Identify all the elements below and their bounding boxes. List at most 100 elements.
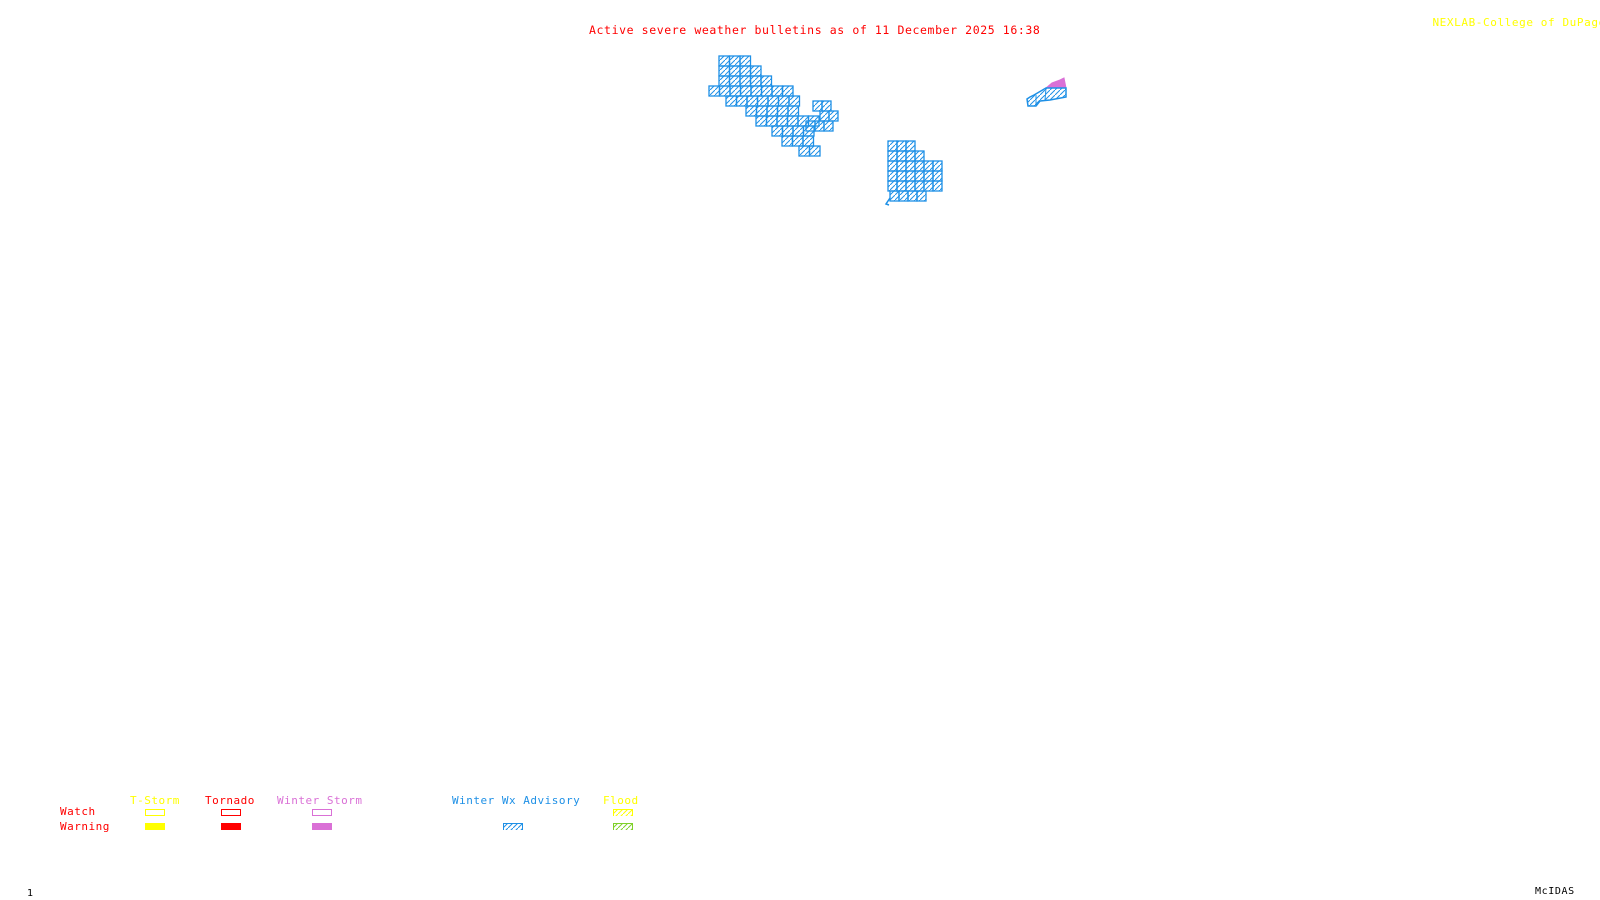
county-cell xyxy=(923,160,934,172)
county-cell xyxy=(932,170,943,182)
county-cell xyxy=(756,95,769,107)
county-cell xyxy=(755,115,768,127)
legend-flood-warning-swatch xyxy=(613,823,633,830)
county-cell xyxy=(828,110,839,122)
winter-wx-advisory-area-west xyxy=(708,55,839,157)
legend-tstorm-watch-swatch xyxy=(145,809,165,816)
county-cell xyxy=(819,110,830,122)
county-cell xyxy=(905,180,916,192)
county-cell xyxy=(907,190,918,202)
county-cell xyxy=(896,180,907,192)
county-cell xyxy=(728,75,741,87)
county-cell xyxy=(887,180,898,192)
county-boundary xyxy=(884,197,891,206)
county-cell xyxy=(887,160,898,172)
county-cell xyxy=(914,160,925,172)
advisory-shape xyxy=(1026,87,1067,107)
county-cell xyxy=(802,135,815,147)
county-cell xyxy=(771,125,784,137)
county-cell xyxy=(905,170,916,182)
county-cell xyxy=(887,140,898,152)
legend-flood-watch-swatch xyxy=(613,809,633,816)
county-cell xyxy=(898,190,909,202)
county-cell xyxy=(787,105,800,117)
county-cell xyxy=(749,75,762,87)
county-cell xyxy=(812,100,823,112)
county-cell xyxy=(739,65,752,77)
legend-winter-storm-warning-swatch xyxy=(312,823,332,830)
county-cell xyxy=(760,85,773,97)
county-cell xyxy=(896,170,907,182)
county-cell xyxy=(823,120,834,132)
legend-tornado-warning-swatch xyxy=(221,823,241,830)
map-title: Active severe weather bulletins as of 11… xyxy=(589,23,1041,37)
county-cell xyxy=(889,190,900,202)
legend-tornado-watch-swatch xyxy=(221,809,241,816)
county-cell xyxy=(923,180,934,192)
county-cell xyxy=(792,125,805,137)
county-cell xyxy=(786,115,799,127)
county-cell xyxy=(791,135,804,147)
credit-text: NEXLAB-College of DuPage xyxy=(1432,16,1600,29)
county-cell xyxy=(932,180,943,192)
legend-flood-label: Flood xyxy=(603,794,639,807)
county-cell xyxy=(781,125,794,137)
county-cell xyxy=(766,105,779,117)
county-cell xyxy=(887,150,898,162)
county-cell xyxy=(781,85,794,97)
county-cell xyxy=(708,85,721,97)
county-cell xyxy=(914,170,925,182)
legend-winter-wx-advisory-swatch xyxy=(503,823,523,830)
legend-warning-label: Warning xyxy=(60,820,110,833)
county-cell xyxy=(916,190,927,202)
county-cell xyxy=(750,85,763,97)
winter-wx-advisory-area-central xyxy=(884,140,943,206)
county-cell xyxy=(755,105,768,117)
county-cell xyxy=(745,105,758,117)
county-cell xyxy=(735,95,748,107)
county-cell xyxy=(725,95,738,107)
legend-tstorm-warning-swatch xyxy=(145,823,165,830)
county-cell xyxy=(814,120,825,132)
county-cell xyxy=(923,170,934,182)
legend-winter-storm-label: Winter Storm xyxy=(277,794,363,807)
county-line xyxy=(1044,87,1047,101)
legend-tornado-label: Tornado xyxy=(205,794,255,807)
software-label: McIDAS xyxy=(1535,886,1575,897)
county-cell xyxy=(805,120,816,132)
frame-number: 1 xyxy=(27,888,34,899)
winter-wx-advisory-area-east xyxy=(1026,77,1067,107)
legend-winter-storm-watch-swatch xyxy=(312,809,332,816)
county-cell xyxy=(896,160,907,172)
county-cell xyxy=(781,135,794,147)
legend-tstorm-label: T-Storm xyxy=(130,794,180,807)
county-cell xyxy=(765,115,778,127)
county-cell xyxy=(798,145,811,157)
county-cell xyxy=(776,115,789,127)
county-cell xyxy=(718,75,731,87)
county-cell xyxy=(729,85,742,97)
county-cell xyxy=(739,85,752,97)
credit-label: NEXLAB-College of DuPage ↖ xyxy=(1418,5,1600,29)
county-cell xyxy=(718,85,731,97)
county-cell xyxy=(718,65,731,77)
winter-storm-warning-shape xyxy=(1044,77,1067,89)
legend-winter-wx-advisory-label: Winter Wx Advisory xyxy=(452,794,581,807)
legend-watch-label: Watch xyxy=(60,805,96,818)
county-cell xyxy=(767,95,780,107)
county-cell xyxy=(718,55,731,67)
county-cell xyxy=(932,160,943,172)
county-cell xyxy=(760,75,773,87)
county-cell xyxy=(896,140,907,152)
county-cell xyxy=(808,145,821,157)
county-cell xyxy=(914,180,925,192)
county-cell xyxy=(771,85,784,97)
county-cell xyxy=(788,95,801,107)
county-cell xyxy=(905,140,916,152)
county-cell xyxy=(749,65,762,77)
county-cell xyxy=(887,170,898,182)
county-cell xyxy=(905,160,916,172)
county-cell xyxy=(896,150,907,162)
county-cell xyxy=(728,55,741,67)
